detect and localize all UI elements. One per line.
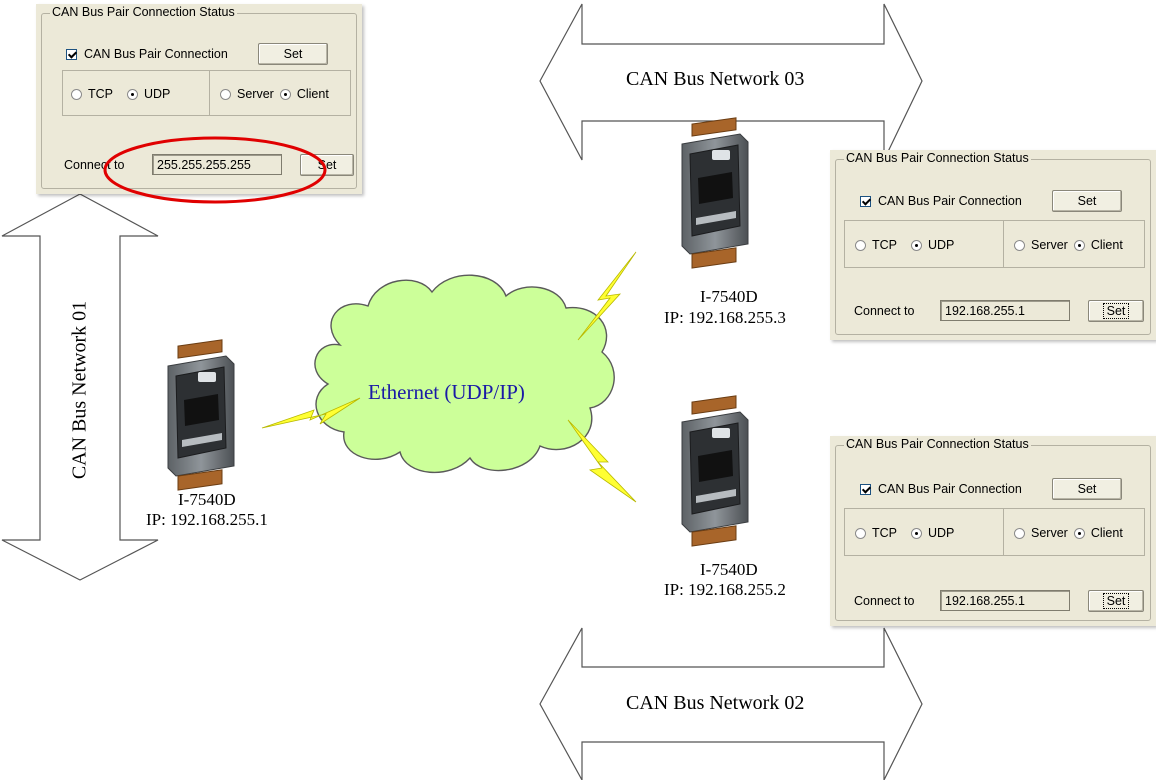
set-address-button-label: Set	[1102, 303, 1130, 319]
network-01-label: CAN Bus Network 01	[68, 300, 91, 480]
connection-status-group: CAN Bus Pair Connection Status CAN Bus P…	[835, 437, 1151, 621]
connect-to-label: Connect to	[854, 594, 915, 608]
udp-radio[interactable]: UDP	[911, 526, 954, 540]
mode-box: Server Client	[1003, 508, 1145, 556]
i7540d-device-icon	[681, 395, 749, 547]
device-2-model: I-7540D	[700, 287, 758, 306]
mode-box: Server Client	[1003, 220, 1145, 268]
client-radio[interactable]: Client	[1073, 526, 1123, 540]
lightning-bolt-bottom	[567, 419, 637, 503]
pair-connection-row: CAN Bus Pair Connection	[860, 194, 1022, 208]
cloud-label: Ethernet (UDP/IP)	[368, 380, 525, 404]
client-label: Client	[1090, 238, 1123, 252]
device-3-ip: IP: 192.168.255.2	[664, 580, 786, 599]
set-button-label: Set	[1077, 482, 1097, 496]
connect-to-label: Connect to	[854, 304, 915, 318]
set-button[interactable]: Set	[1052, 478, 1122, 500]
tcp-radio[interactable]: TCP	[71, 87, 113, 101]
pair-connection-row: CAN Bus Pair Connection	[66, 47, 228, 61]
network-02-label: CAN Bus Network 02	[626, 692, 805, 714]
device-2-ip: IP: 192.168.255.3	[664, 308, 786, 327]
udp-radio[interactable]: UDP	[127, 87, 170, 101]
client-label: Client	[296, 87, 329, 101]
server-radio[interactable]: Server	[1014, 526, 1068, 540]
client-radio[interactable]: Client	[279, 87, 329, 101]
connection-status-group: CAN Bus Pair Connection Status CAN Bus P…	[41, 5, 357, 189]
tcp-label: TCP	[872, 238, 897, 252]
tcp-radio[interactable]: TCP	[855, 238, 897, 252]
network-03-label: CAN Bus Network 03	[626, 68, 805, 90]
server-radio[interactable]: Server	[1014, 238, 1068, 252]
connection-status-panel: CAN Bus Pair Connection Status CAN Bus P…	[830, 150, 1156, 340]
connection-status-group: CAN Bus Pair Connection Status CAN Bus P…	[835, 151, 1151, 335]
tcp-label: TCP	[88, 87, 113, 101]
connect-address-field[interactable]: 192.168.255.1	[940, 300, 1070, 321]
i7540d-device-icon	[681, 117, 749, 269]
protocol-box: TCP UDP	[844, 508, 1004, 556]
server-radio[interactable]: Server	[220, 87, 274, 101]
connect-address-field[interactable]: 192.168.255.1	[940, 590, 1070, 611]
can-bus-network-03-arrow	[539, 3, 923, 161]
can-bus-network-01-arrow	[1, 193, 159, 581]
protocol-box: TCP UDP	[62, 70, 210, 116]
device-1-model: I-7540D	[178, 490, 236, 509]
pair-connection-checkbox[interactable]	[66, 48, 77, 60]
pair-connection-label: CAN Bus Pair Connection	[878, 194, 1022, 208]
set-button[interactable]: Set	[258, 43, 328, 65]
client-label: Client	[1090, 526, 1123, 540]
connection-status-panel: CAN Bus Pair Connection Status CAN Bus P…	[36, 4, 362, 194]
ethernet-cloud	[314, 274, 615, 474]
set-address-button[interactable]: Set	[1088, 300, 1144, 322]
protocol-box: TCP UDP	[844, 220, 1004, 268]
set-button-label: Set	[283, 47, 303, 61]
mode-box: Server Client	[209, 70, 351, 116]
set-button-label: Set	[1077, 194, 1097, 208]
pair-connection-label: CAN Bus Pair Connection	[878, 482, 1022, 496]
udp-label: UDP	[928, 238, 955, 252]
connect-address-field[interactable]: 255.255.255.255	[152, 154, 282, 175]
device-3-model: I-7540D	[700, 560, 758, 579]
udp-label: UDP	[144, 87, 171, 101]
can-bus-network-02-arrow	[539, 627, 923, 780]
group-title: CAN Bus Pair Connection Status	[50, 5, 237, 19]
udp-label: UDP	[928, 526, 955, 540]
highlight-ring	[103, 136, 327, 204]
group-title: CAN Bus Pair Connection Status	[844, 151, 1031, 165]
device-1-ip: IP: 192.168.255.1	[146, 510, 268, 529]
udp-radio[interactable]: UDP	[911, 238, 954, 252]
pair-connection-checkbox[interactable]	[860, 195, 871, 207]
server-label: Server	[1031, 526, 1068, 540]
group-title: CAN Bus Pair Connection Status	[844, 437, 1031, 451]
lightning-bolt-top	[577, 251, 637, 341]
tcp-radio[interactable]: TCP	[855, 526, 897, 540]
set-address-button-label: Set	[1102, 593, 1130, 609]
set-button[interactable]: Set	[1052, 190, 1122, 212]
set-address-button[interactable]: Set	[1088, 590, 1144, 612]
connection-status-panel: CAN Bus Pair Connection Status CAN Bus P…	[830, 436, 1156, 626]
tcp-label: TCP	[872, 526, 897, 540]
pair-connection-label: CAN Bus Pair Connection	[84, 47, 228, 61]
i7540d-device-icon	[167, 339, 235, 491]
pair-connection-row: CAN Bus Pair Connection	[860, 482, 1022, 496]
lightning-bolt-left	[261, 397, 361, 429]
client-radio[interactable]: Client	[1073, 238, 1123, 252]
server-label: Server	[1031, 238, 1068, 252]
server-label: Server	[237, 87, 274, 101]
pair-connection-checkbox[interactable]	[860, 483, 871, 495]
